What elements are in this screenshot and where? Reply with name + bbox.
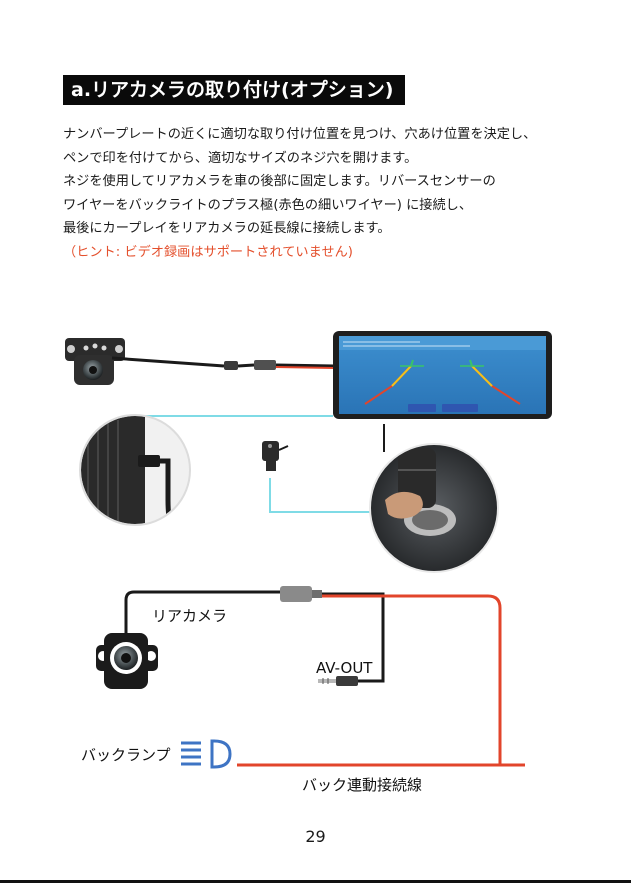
cigarette-socket-photo xyxy=(370,444,498,572)
back-lamp-label: バックランプ xyxy=(81,744,171,765)
head-unit-monitor xyxy=(333,331,552,419)
page-number: 29 xyxy=(0,827,631,846)
camera-small-icon xyxy=(65,338,125,385)
reverse-wire-label: バック連動接続線 xyxy=(302,774,422,795)
av-out-label: AV-OUT xyxy=(316,659,372,677)
back-lamp-icon xyxy=(181,741,230,767)
av-jack-photo xyxy=(60,410,190,530)
charger-plug-icon xyxy=(262,441,288,471)
av-out-connector-icon xyxy=(318,676,358,686)
rear-camera-label: リアカメラ xyxy=(152,605,227,626)
camera-cable xyxy=(112,358,334,370)
rear-camera-icon xyxy=(96,633,158,689)
